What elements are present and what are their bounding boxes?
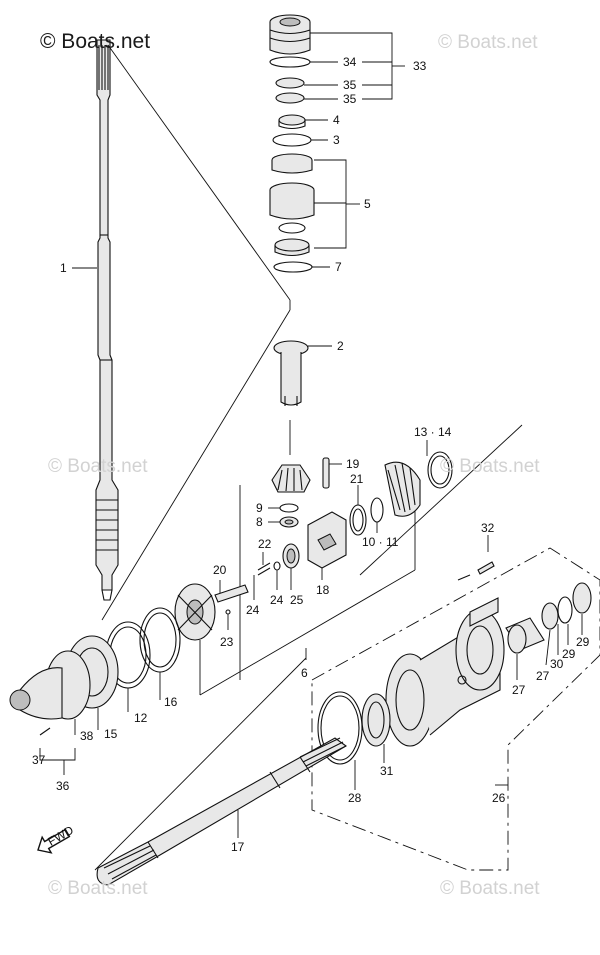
callout-9: 9	[256, 501, 263, 515]
callout-18: 18	[316, 583, 330, 597]
callout-24b: 24	[246, 603, 260, 617]
callout-35b: 35	[343, 92, 357, 106]
callout-3: 3	[333, 133, 340, 147]
callout-31: 31	[380, 764, 394, 778]
callout-8: 8	[256, 515, 263, 529]
callout-23: 23	[220, 635, 234, 649]
watermark-mid-left: © Boats.net	[48, 456, 148, 477]
callout-27a: 27	[512, 683, 526, 697]
callout-36: 36	[56, 779, 70, 793]
callout-29b: 29	[576, 635, 590, 649]
assembly-guide-lines	[94, 44, 523, 871]
callout-5: 5	[364, 197, 371, 211]
callout-13-14: 13 · 14	[414, 425, 452, 439]
callout-22: 22	[258, 537, 272, 551]
callout-24a: 24	[270, 593, 284, 607]
driveshaft: 1	[60, 39, 119, 601]
callout-12: 12	[134, 711, 148, 725]
callout-30: 30	[550, 657, 564, 671]
watermark-primary: © Boats.net	[40, 30, 151, 53]
callout-20: 20	[213, 563, 227, 577]
callout-27b: 27	[536, 669, 550, 683]
callout-4: 4	[333, 113, 340, 127]
callout-17: 17	[231, 840, 245, 854]
callout-6: 6	[301, 666, 308, 680]
watermark-mid-right: © Boats.net	[440, 456, 540, 477]
callout-16: 16	[164, 695, 178, 709]
sleeve-part: 2	[273, 339, 344, 406]
callout-1: 1	[60, 261, 67, 275]
propeller-shaft: 17	[96, 737, 348, 886]
callout-37: 37	[32, 753, 46, 767]
watermark-bottom-right: © Boats.net	[440, 878, 540, 899]
fwd-label: FWD	[45, 823, 76, 849]
callout-38: 38	[80, 729, 94, 743]
watermark-top-right: © Boats.net	[438, 32, 538, 53]
callout-10-11: 10 · 11	[362, 535, 399, 549]
callout-25: 25	[290, 593, 304, 607]
callout-15: 15	[104, 727, 118, 741]
pinion-group: 19 9 8	[256, 457, 360, 529]
callout-21: 21	[350, 472, 364, 486]
callout-7: 7	[335, 260, 342, 274]
callout-28: 28	[348, 791, 362, 805]
callout-19: 19	[346, 457, 360, 471]
fwd-arrow-icon: FWD	[37, 823, 76, 854]
callout-33: 33	[413, 59, 427, 73]
bearing-carrier-group: 32 27 27 30 29 29 28 31 26	[311, 521, 600, 871]
callout-34: 34	[343, 55, 357, 69]
callout-2: 2	[337, 339, 344, 353]
watermark-bottom-left: © Boats.net	[48, 878, 148, 899]
callout-32: 32	[481, 521, 495, 535]
callout-35a: 35	[343, 78, 357, 92]
callout-26: 26	[492, 791, 506, 805]
reverse-gear-group: 16 12 15 38 37 36	[9, 583, 216, 793]
upper-bearing-stack: 34 35 35 33 4 3 5 7	[269, 14, 427, 274]
callout-29a: 29	[562, 647, 576, 661]
clutch-group: 13 · 14 21 10 · 11 18 22 20 24 25 24 23	[213, 425, 453, 649]
